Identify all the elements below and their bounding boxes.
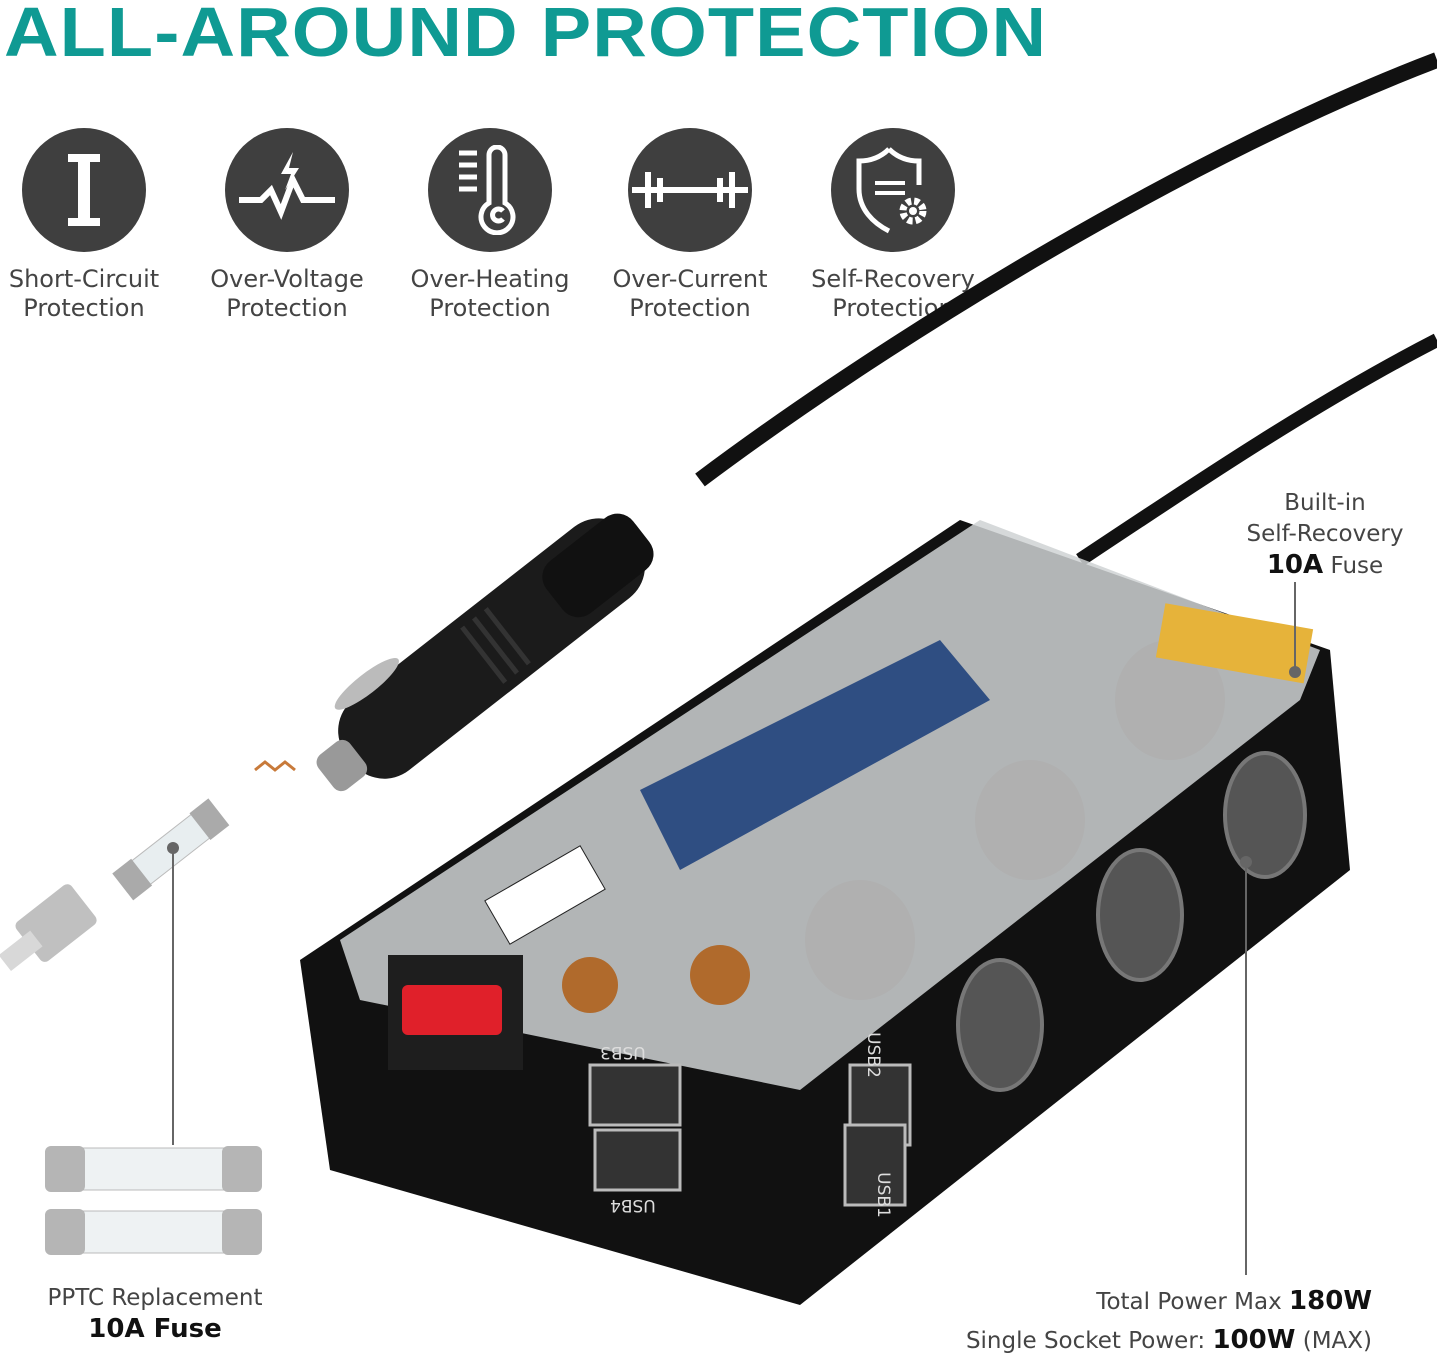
feature-label: Self-Recovery [811,265,975,293]
socket-outlets [956,751,1307,1092]
plug-tip-cap [0,884,97,971]
current-I-icon [22,128,146,252]
fuse-callout: Built-in Self-Recovery 10A Fuse [1240,488,1410,582]
callout-line: Built-in [1284,490,1366,516]
feature-label: Protection [429,294,551,322]
replacement-callout: PPTC Replacement 10A Fuse [30,1283,280,1346]
feature-label: Protection [23,294,145,322]
single-socket-label: Single Socket Power: [965,1328,1206,1354]
usb1-port [843,1123,907,1207]
replacement-fuses [45,1146,262,1255]
thermometer-icon [428,128,552,252]
callout-unit: Fuse [1330,553,1384,579]
socket-3 [1223,751,1307,879]
total-power-value: 180W [1289,1286,1372,1316]
single-socket-suffix: (MAX) [1302,1328,1372,1354]
usb4-port [593,1128,682,1192]
usb3-port [588,1063,682,1127]
replacement-rating: 10A Fuse [88,1314,222,1344]
page-title: ALL-AROUND PROTECTION [4,0,1048,71]
current-line-icon [628,128,752,252]
feature-label: Over-Current [612,265,768,293]
shield-gear-icon [831,128,955,252]
power-switch[interactable] [402,985,502,1035]
replacement-label: PPTC Replacement [47,1285,263,1311]
socket-1 [956,958,1044,1092]
single-socket-value: 100W [1212,1325,1296,1355]
feature-label: Short-Circuit [8,265,160,293]
usb4-label: USB4 [610,1195,656,1215]
socket-2 [1096,848,1184,982]
feature-label: Over-Voltage [210,265,364,293]
output-cable [1076,333,1437,566]
power-cable [695,52,1437,487]
feature-label: Protection [629,294,751,322]
total-power-label: Total Power Max [1096,1289,1282,1315]
voltage-spike-icon [225,128,349,252]
usb1-label: USB1 [872,1172,893,1218]
power-specs: Total Power Max 180W Single Socket Power… [966,1282,1372,1360]
fuse-rating: 10A [1266,550,1324,580]
feature-label: Protection [226,294,348,322]
feature-label: Over-Heating [410,265,570,293]
usb3-label: USB3 [600,1042,646,1062]
callout-line: Self-Recovery [1246,521,1404,547]
cigarette-plug [316,513,654,792]
usb2-label: USB2 [862,1032,883,1078]
